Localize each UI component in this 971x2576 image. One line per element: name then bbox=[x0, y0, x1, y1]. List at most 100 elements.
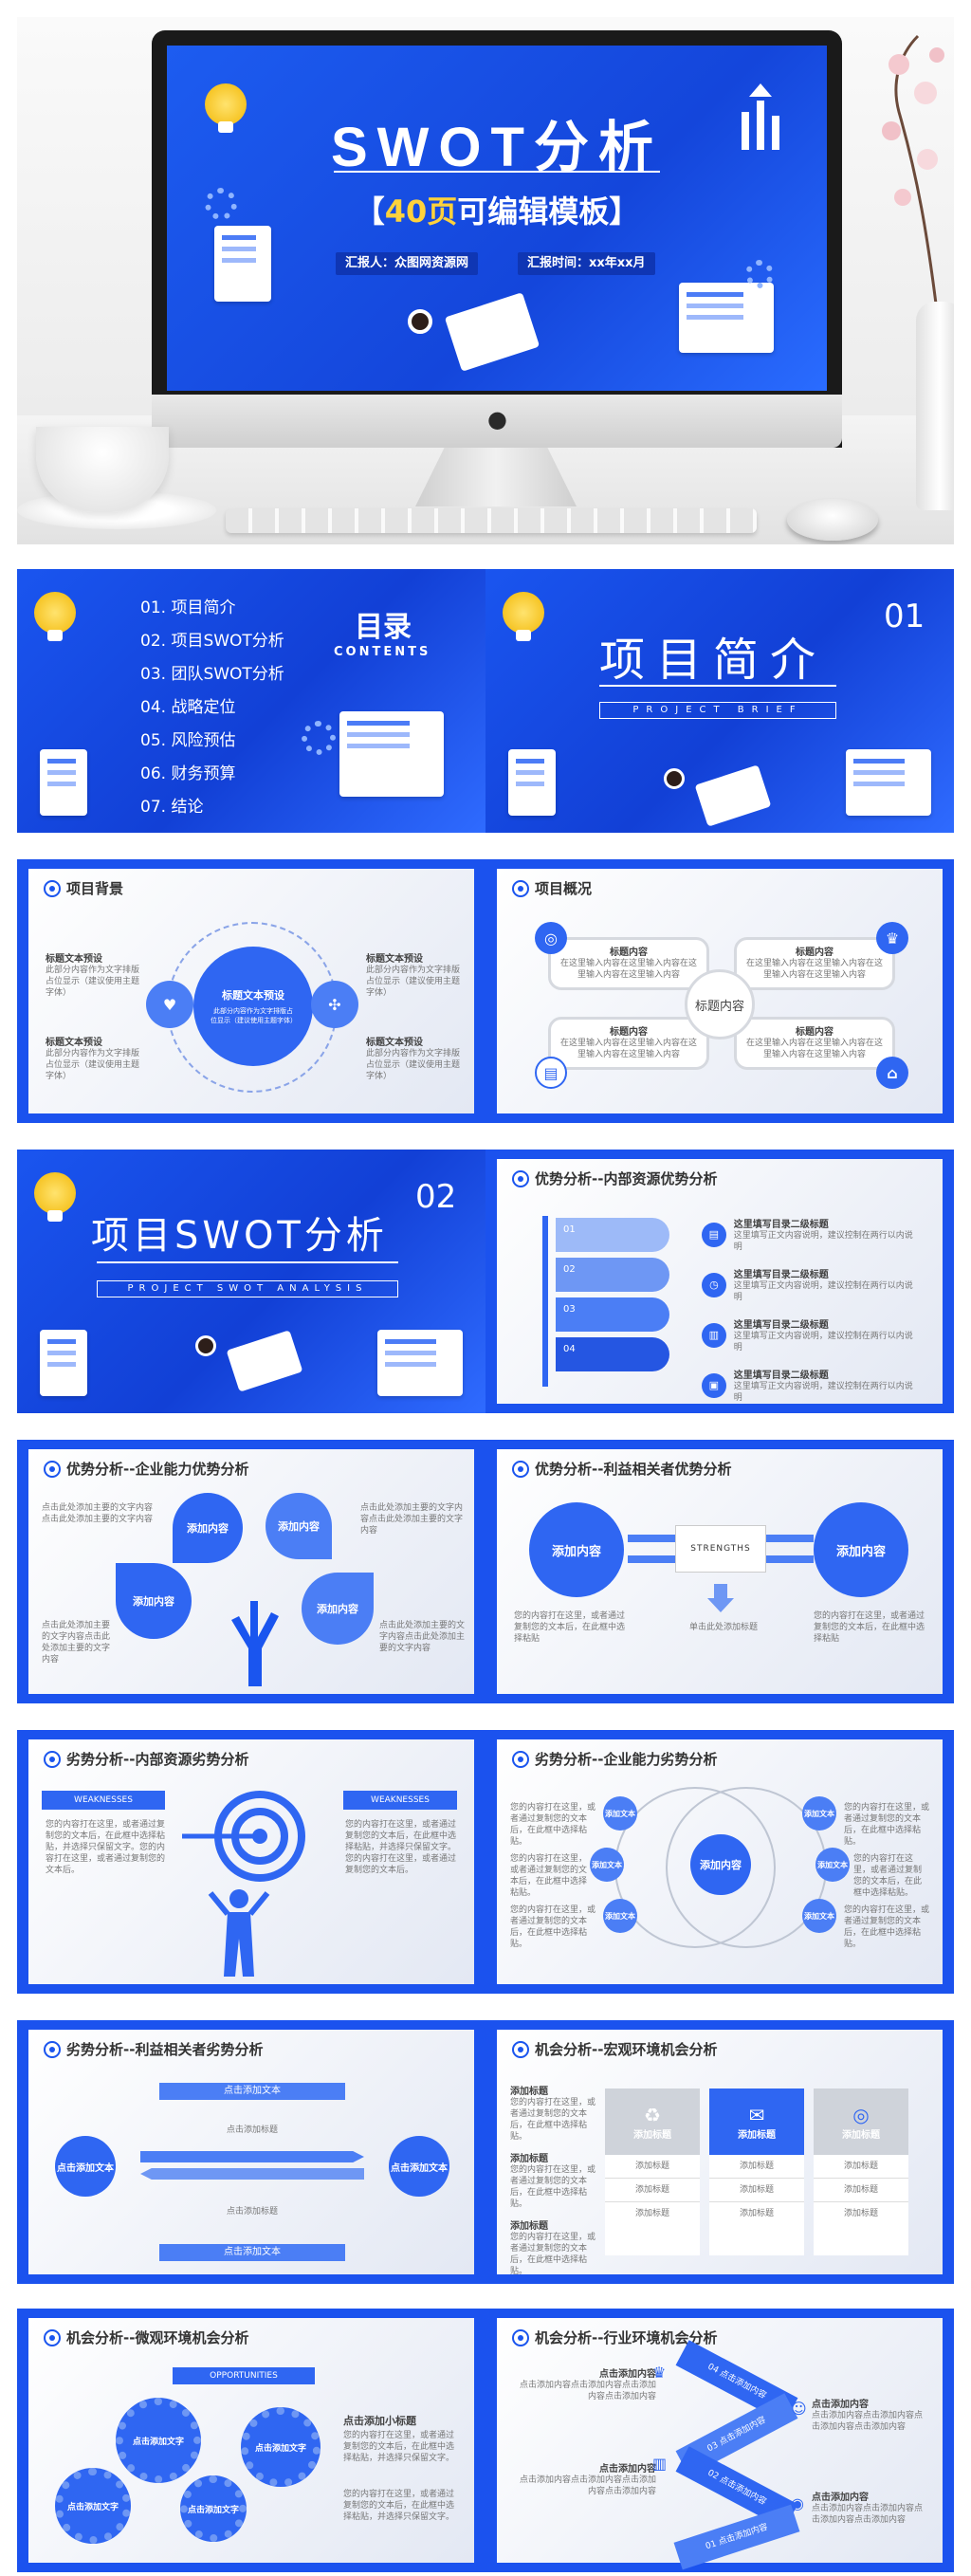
toc-list: 01. 项目简介 02. 项目SWOT分析 03. 团队SWOT分析 04. 战… bbox=[140, 594, 284, 817]
clipboard-illustration bbox=[40, 1330, 87, 1396]
node-item: 添加文本 bbox=[802, 1796, 836, 1831]
keyboard-image bbox=[226, 508, 757, 533]
strength-ability-slide: 优势分析--企业能力优势分析 添加内容 添加内容 添加内容 添加内容 点击此处添… bbox=[17, 1440, 486, 1703]
strengths-box: STRENGTHS bbox=[675, 1525, 766, 1573]
toc-item[interactable]: 06. 财务预算 bbox=[140, 764, 236, 783]
slide-title: 机会分析--宏观环境机会分析 bbox=[512, 2039, 717, 2059]
gear-item: 点击添加文字 bbox=[116, 2398, 201, 2483]
cover-slide: SWOT分析 【40页可编辑模板】 汇报人：众图网资源网 汇报时间：xx年xx月 bbox=[167, 46, 827, 391]
node-item: 添加文本 bbox=[603, 1796, 637, 1831]
section-02-slide: 02 项目SWOT分析 PROJECT SWOT ANALYSIS bbox=[17, 1150, 486, 1413]
slide-title: 项目概况 bbox=[512, 878, 592, 898]
node-item: 添加文本 bbox=[815, 1848, 850, 1882]
dashboard-illustration bbox=[846, 749, 931, 816]
recycle-icon: ♻ bbox=[644, 2103, 661, 2126]
title-icon bbox=[44, 1460, 61, 1478]
bottom-bar: 点击添加文本 bbox=[159, 2244, 345, 2261]
toc-item[interactable]: 07. 结论 bbox=[140, 798, 204, 817]
weakness-ability-slide: 劣势分析--企业能力劣势分析 添加内容 添加文本 添加文本 添加文本 添加文本 … bbox=[486, 1730, 954, 1994]
signpost-icon: ✣ bbox=[311, 981, 358, 1028]
toc-item[interactable]: 02. 项目SWOT分析 bbox=[140, 632, 284, 651]
leaf-item: 添加内容 bbox=[266, 1493, 332, 1559]
section-number: 01 bbox=[884, 598, 925, 635]
trophy-icon: ♛ bbox=[876, 922, 908, 954]
lightbulb-icon bbox=[205, 83, 247, 133]
glasses-card-illustration bbox=[444, 292, 540, 372]
strength-stakeholder-slide: 优势分析--利益相关者优势分析 添加内容 添加内容 STRENGTHS 单击此处… bbox=[486, 1440, 954, 1703]
title-icon bbox=[512, 1169, 529, 1187]
person-icon: ☺ bbox=[791, 2400, 807, 2418]
eye-icon: ◉ bbox=[791, 2494, 804, 2512]
toc-item[interactable]: 05. 风险预估 bbox=[140, 731, 236, 750]
toc-slide: 01. 项目简介 02. 项目SWOT分析 03. 团队SWOT分析 04. 战… bbox=[17, 569, 486, 833]
title-icon bbox=[512, 2040, 529, 2058]
right-circle: 点击添加文本 bbox=[389, 2136, 449, 2197]
strength-internal-slide: 优势分析--内部资源优势分析 01 02 03 04 ▤这里填写目录二级标题这里… bbox=[486, 1150, 954, 1413]
slide-title: 优势分析--利益相关者优势分析 bbox=[512, 1459, 731, 1479]
leaf-item: 添加内容 bbox=[173, 1493, 243, 1563]
weaknesses-tag: WEAKNESSES bbox=[343, 1791, 457, 1810]
toc-title: 目录 bbox=[355, 611, 412, 644]
section-01-slide: 01 项目简介 PROJECT BRIEF bbox=[486, 569, 954, 833]
left-circle: 添加内容 bbox=[529, 1502, 624, 1597]
slide-title: 劣势分析--企业能力劣势分析 bbox=[512, 1749, 717, 1769]
clipboard-illustration bbox=[508, 749, 556, 816]
gear-icon bbox=[205, 188, 237, 220]
section-en-title: PROJECT BRIEF bbox=[599, 702, 836, 719]
gear-item: 点击添加文字 bbox=[241, 2407, 321, 2487]
toc-subtitle: CONTENTS bbox=[334, 645, 431, 659]
title-icon bbox=[512, 2328, 529, 2346]
list-item: ▣这里填写目录二级标题这里填写正文内容说明，建议控制在两行以内说明 bbox=[702, 1367, 920, 1404]
column-card: ◎添加标题 添加标题 添加标题 添加标题 bbox=[814, 2088, 908, 2255]
center-circle: 标题文本预设 此部分内容作为文字排版占位显示（建议使用主题字体） bbox=[193, 947, 313, 1066]
opportunity-industry-slide: 机会分析--行业环境机会分析 04 点击添加内容 03 点击添加内容 02 点击… bbox=[486, 2309, 954, 2572]
node-item: 添加文本 bbox=[590, 1848, 624, 1882]
list-item: ▥这里填写目录二级标题这里填写正文内容说明，建议控制在两行以内说明 bbox=[702, 1316, 920, 1353]
lightbulb-icon bbox=[34, 592, 76, 641]
toc-item[interactable]: 01. 项目简介 bbox=[140, 598, 236, 617]
list-item: ▤这里填写目录二级标题这里填写正文内容说明，建议控制在两行以内说明 bbox=[702, 1216, 920, 1253]
slide-title: 项目背景 bbox=[44, 878, 123, 898]
dashboard-illustration bbox=[339, 711, 444, 797]
globe-icon: ◎ bbox=[852, 2103, 870, 2126]
globe-icon: ◎ bbox=[535, 922, 567, 954]
title-icon bbox=[512, 879, 529, 897]
gear-icon bbox=[745, 260, 774, 288]
dashboard-illustration bbox=[679, 283, 774, 353]
chart-icon: ▥ bbox=[652, 2455, 668, 2473]
coffee-cup-icon bbox=[195, 1335, 216, 1356]
gear-item: 点击添加文字 bbox=[180, 2475, 247, 2542]
mail-icon: ✉ bbox=[748, 2103, 765, 2126]
slide-title: 机会分析--行业环境机会分析 bbox=[512, 2328, 717, 2347]
section-title: 项目SWOT分析 bbox=[91, 1214, 388, 1258]
slide-title: 优势分析--内部资源优势分析 bbox=[512, 1168, 717, 1188]
section-title: 项目简介 bbox=[599, 634, 828, 687]
right-circle: 添加内容 bbox=[814, 1502, 908, 1597]
monitor-stand bbox=[415, 448, 577, 506]
mouse-image bbox=[787, 499, 878, 541]
opportunity-micro-slide: 机会分析--微观环境机会分析 OPPORTUNITIES 点击添加文字 点击添加… bbox=[17, 2309, 486, 2572]
report-time-tag: 汇报时间：xx年xx月 bbox=[518, 252, 655, 275]
lightbulb-icon bbox=[503, 592, 544, 641]
bar-chart-icon: ▥ bbox=[702, 1322, 726, 1348]
title-icon bbox=[512, 1750, 529, 1768]
document-icon: ▤ bbox=[535, 1057, 567, 1089]
gear-icon bbox=[302, 721, 336, 755]
coffee-cup-image bbox=[36, 427, 169, 512]
trophy-icon: ♛ bbox=[652, 2364, 667, 2382]
project-overview-slide: 项目概况 标题内容在这里输入内容在这里输入内容在这里输入内容在这里输入内容 标题… bbox=[486, 859, 954, 1123]
weakness-stakeholder-slide: 劣势分析--利益相关者劣势分析 点击添加文本 点击添加文本 点击添加文本 点击添… bbox=[17, 2020, 486, 2284]
clock-icon: ◷ bbox=[702, 1272, 726, 1297]
opportunities-tag: OPPORTUNITIES bbox=[173, 2367, 315, 2384]
section-number: 02 bbox=[415, 1178, 457, 1216]
title-icon bbox=[44, 879, 61, 897]
coffee-cup-icon bbox=[664, 768, 685, 789]
toc-item[interactable]: 03. 团队SWOT分析 bbox=[140, 665, 284, 684]
slide-title: 优势分析--企业能力优势分析 bbox=[44, 1459, 248, 1479]
column-card: ✉添加标题 添加标题 添加标题 添加标题 bbox=[709, 2088, 804, 2255]
title-icon bbox=[512, 1460, 529, 1478]
apple-logo-icon: ● bbox=[487, 406, 507, 432]
toc-item[interactable]: 04. 战略定位 bbox=[140, 698, 236, 717]
hand-tree-icon bbox=[231, 1601, 279, 1686]
cover-title: SWOT分析 bbox=[331, 117, 663, 178]
